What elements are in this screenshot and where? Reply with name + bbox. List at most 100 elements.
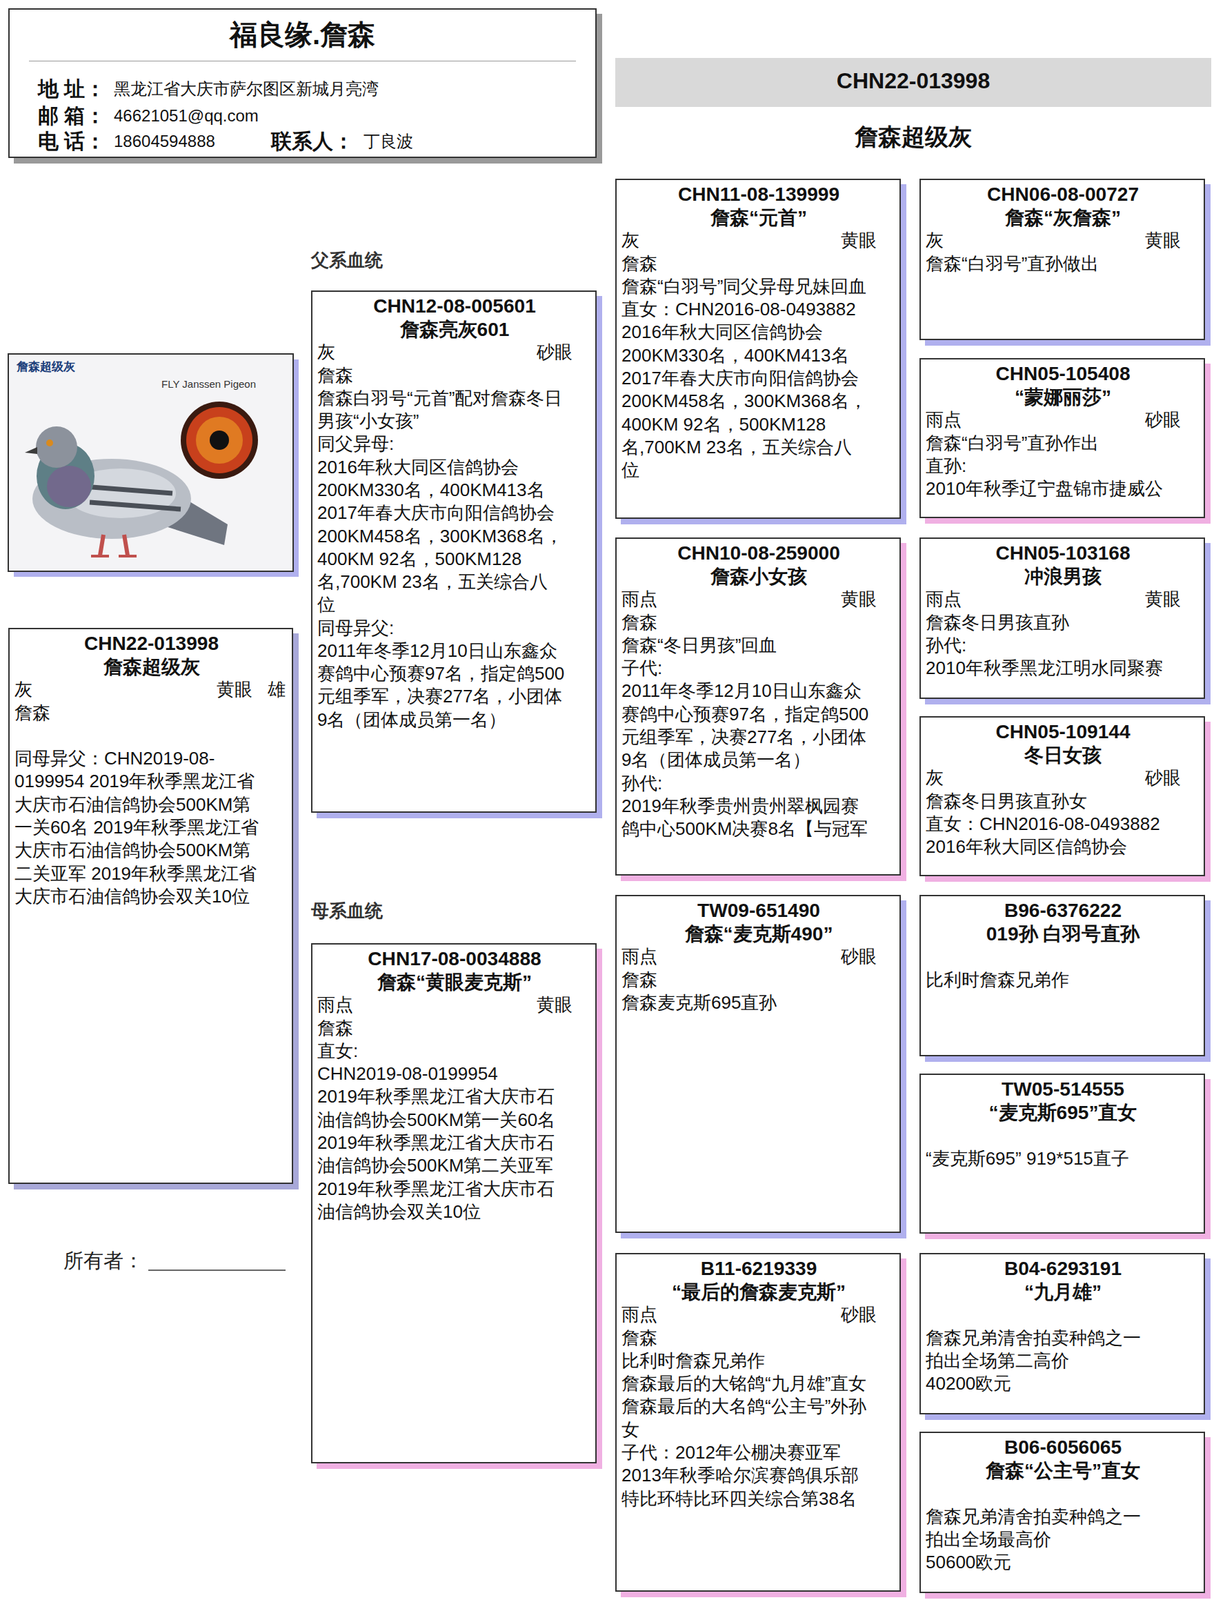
pedigree-note: 油信鸽协会500KM第二关亚军 [317,1153,592,1177]
card-body: TW05-514555“麦克斯695”直女“麦克斯695” 919*515直子 [920,1074,1204,1173]
pedigree-note: 直女：CHN2016-08-0493882 [621,297,897,321]
ring-number: B96-6376222 [925,898,1201,923]
card-body: B04-6293191“九月雄”詹森兄弟清舍拍卖种鸽之一拍出全场第二高价4020… [920,1254,1204,1398]
pedigree-card: B04-6293191“九月雄”詹森兄弟清舍拍卖种鸽之一拍出全场第二高价4020… [919,1252,1206,1415]
pedigree-note: 同母异父: [317,616,592,640]
pedigree-note: 元组季军，决赛277名，小团体 [317,684,592,708]
color-eye: 雄 [267,678,286,701]
color-eye: 砂眼 [840,1302,877,1326]
pedigree-note: 詹森 [621,968,897,992]
pedigree-note: 直孙: [925,454,1201,478]
pigeon-name: 詹森“灰詹森” [925,206,1201,230]
pedigree-note: 比利时詹森兄弟作 [925,968,1201,992]
pedigree-note: 二关亚军 2019年秋季黑龙江省 [14,862,289,885]
pedigree-note: 男孩“小女孩” [317,409,592,433]
pedigree-note: 赛鸽中心预赛97名，指定鸽500 [621,702,897,726]
pedigree-note: 200KM458名，300KM368名， [317,524,592,548]
owner-label: 所有者： [63,1248,144,1273]
pedigree-card: CHN17-08-0034888詹森“黄眼麦克斯”雨点黄眼詹森直女:CHN201… [311,942,597,1464]
eye-illustration [180,401,258,479]
contact-label: 邮 箱： [37,103,106,129]
pedigree-note: 大庆市石油信鸽协会500KM第 [14,838,289,862]
pedigree-note: 50600欧元 [925,1550,1201,1574]
pigeon-name: 詹森“麦克斯490” [621,922,897,946]
pigeon-name: 冲浪男孩 [925,564,1201,589]
pedigree-note: 同母异父：CHN2019-08- [14,747,289,770]
pedigree-note: 200KM458名，300KM368名， [621,389,897,413]
pedigree-note: 詹森“白羽号”同父异母兄妹回血 [621,275,897,298]
pedigree-note: 詹森最后的大铭鸽“九月雄”直女 [621,1371,897,1395]
title-band: CHN22-013998詹森超级灰 [615,57,1212,107]
color-eye: 黄眼 [536,993,573,1017]
pedigree-card: B96-6376222019孙 白羽号直孙比利时詹森兄弟作 [919,894,1206,1057]
pigeon-name: 詹森小女孩 [621,564,897,589]
card-body: CHN17-08-0034888詹森“黄眼麦克斯”雨点黄眼詹森直女:CHN201… [312,944,596,1226]
ring-number: CHN12-08-005601 [317,294,592,318]
pedigree-note: 直女：CHN2016-08-0493882 [925,812,1201,836]
card-body: CHN05-109144冬日女孩灰砂眼詹森冬日男孩直孙女直女：CHN2016-0… [920,717,1204,861]
ring-number: TW09-651490 [621,898,897,923]
pedigree-card: TW05-514555“麦克斯695”直女“麦克斯695” 919*515直子 [919,1073,1206,1234]
pedigree-note: 詹森“白羽号”直孙作出 [925,431,1201,455]
pedigree-note: 2019年秋季黑龙江省大庆市石 [317,1085,592,1108]
pedigree-note: 2016年秋大同区信鸽协会 [621,320,897,344]
pedigree-note: 2016年秋大同区信鸽协会 [317,455,592,479]
color-eye-row: 灰黄眼 [621,229,897,252]
owner-line [148,1269,286,1271]
color-eye-row: 灰砂眼 [925,766,1201,790]
card-body: CHN10-08-259000詹森小女孩雨点黄眼詹森詹森“冬日男孩”回血子代:2… [616,538,900,843]
color-eye: 灰 [925,229,1146,252]
pigeon-name: “麦克斯695”直女 [925,1100,1201,1125]
pedigree-note: 詹森最后的大名鸽“公主号”外孙 [621,1394,897,1418]
pedigree-note: 400KM 92名，500KM128 [317,547,592,571]
pedigree-note: 女 [621,1418,897,1441]
section-label: 母系血统 [311,900,383,922]
ring-number: CHN17-08-0034888 [317,947,592,971]
pedigree-note: 元组季军，决赛277名，小团体 [621,725,897,749]
breeder-box: 福良缘.詹森地 址：黑龙江省大庆市萨尔图区新城月亮湾邮 箱：46621051@q… [8,8,597,158]
pedigree-note: 油信鸽协会双关10位 [317,1200,592,1223]
card-body: CHN06-08-00727詹森“灰詹森”灰黄眼詹森“白羽号”直孙做出 [920,180,1204,278]
pedigree-note: 名,700KM 23名，五关综合八 [317,570,592,594]
pedigree-card: CHN05-109144冬日女孩灰砂眼詹森冬日男孩直孙女直女：CHN2016-0… [919,715,1206,877]
pedigree-note: 子代: [621,656,897,680]
ring-number: B04-6293191 [925,1256,1201,1281]
pedigree-card: CHN22-013998詹森超级灰灰黄眼雄詹森同母异父：CHN2019-08-0… [8,627,294,1184]
pedigree-note: 詹森冬日男孩直孙女 [925,789,1201,813]
pedigree-note: 赛鸽中心预赛97名，指定鸽500 [317,662,592,685]
color-eye-row: 雨点黄眼 [317,993,592,1017]
color-eye: 灰 [317,340,537,364]
color-eye: 黄眼 [840,587,877,611]
pedigree-note: 同父异母: [317,432,592,456]
pedigree-card: CHN05-105408“蒙娜丽莎”雨点砂眼詹森“白羽号”直孙作出直孙:2010… [919,357,1206,519]
color-eye-row: 雨点砂眼 [925,408,1201,432]
ring-number: B11-6219339 [621,1256,897,1281]
pedigree-note: 9名（团体成员第一名） [317,708,592,732]
color-eye: 灰 [925,766,1146,790]
pigeon-name: 詹森超级灰 [615,122,1212,152]
contact-label: 联系人： [271,128,354,154]
ring-number: CHN10-08-259000 [621,541,897,565]
pedigree-note: 子代：2012年公棚决赛亚军 [621,1440,897,1464]
ring-number: CHN22-013998 [14,631,289,656]
ring-number: CHN06-08-00727 [925,182,1201,207]
pigeon-name: 詹森“黄眼麦克斯” [317,970,592,994]
pedigree-note: 2011年冬季12月10日山东鑫众 [621,679,897,703]
pedigree-note: 詹森 [621,611,897,634]
pedigree-note: 詹森 [621,1326,897,1350]
color-eye: 黄眼 [1145,229,1181,252]
pedigree-card: TW09-651490詹森“麦克斯490”雨点砂眼詹森詹森麦克斯695直孙 [615,894,901,1233]
color-eye: 黄眼 [840,229,877,252]
pedigree-note: 詹森 [621,252,897,276]
pedigree-note: 2019年秋季贵州贵州翠枫园赛 [621,794,897,818]
color-eye: 黄眼 [1145,587,1181,611]
color-eye: 雨点 [621,1302,841,1326]
ring-number: CHN22-013998 [615,67,1212,94]
color-eye: 砂眼 [840,944,877,968]
color-eye-row: 雨点黄眼 [621,587,897,611]
pedigree-note: 比利时詹森兄弟作 [621,1349,897,1372]
ring-number: CHN05-109144 [925,720,1201,744]
ring-number: CHN11-08-139999 [621,182,897,207]
pedigree-note: 2011年冬季12月10日山东鑫众 [317,639,592,663]
